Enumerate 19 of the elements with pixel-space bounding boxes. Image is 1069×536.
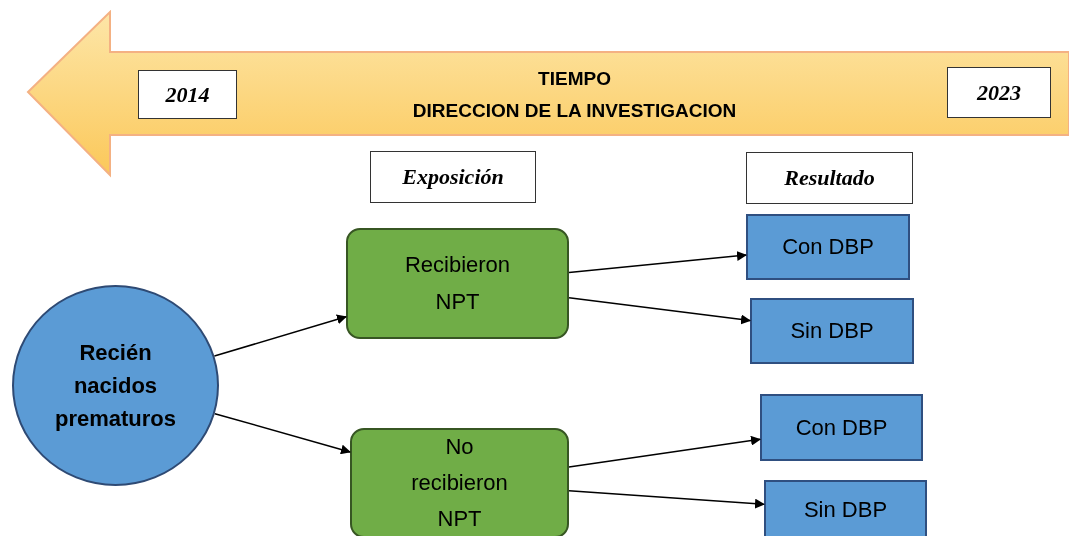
year-box: 2014 [138, 70, 237, 119]
outcome-box: Sin DBP [750, 298, 914, 364]
arrow [214, 412, 351, 455]
year-box: 2023 [947, 67, 1051, 118]
outcome-box: Con DBP [760, 394, 923, 461]
outcome-box: Con DBP [746, 214, 910, 280]
arrow [568, 489, 765, 509]
column-heading-box: Exposición [370, 151, 536, 203]
exposure-box: Recibieron NPT [346, 228, 569, 339]
arrow [568, 296, 751, 325]
exposure-box: No recibieron NPT [350, 428, 569, 536]
timeline-label: DIRECCION DE LA INVESTIGACION [411, 100, 738, 122]
outcome-box: Sin DBP [764, 480, 927, 536]
column-heading-box: Resultado [746, 152, 913, 204]
timeline-label: TIEMPO [537, 68, 612, 90]
population-ellipse: Recién nacidos prematuros [12, 285, 219, 486]
arrow [213, 314, 347, 357]
arrow [568, 435, 761, 468]
arrow [568, 251, 747, 274]
